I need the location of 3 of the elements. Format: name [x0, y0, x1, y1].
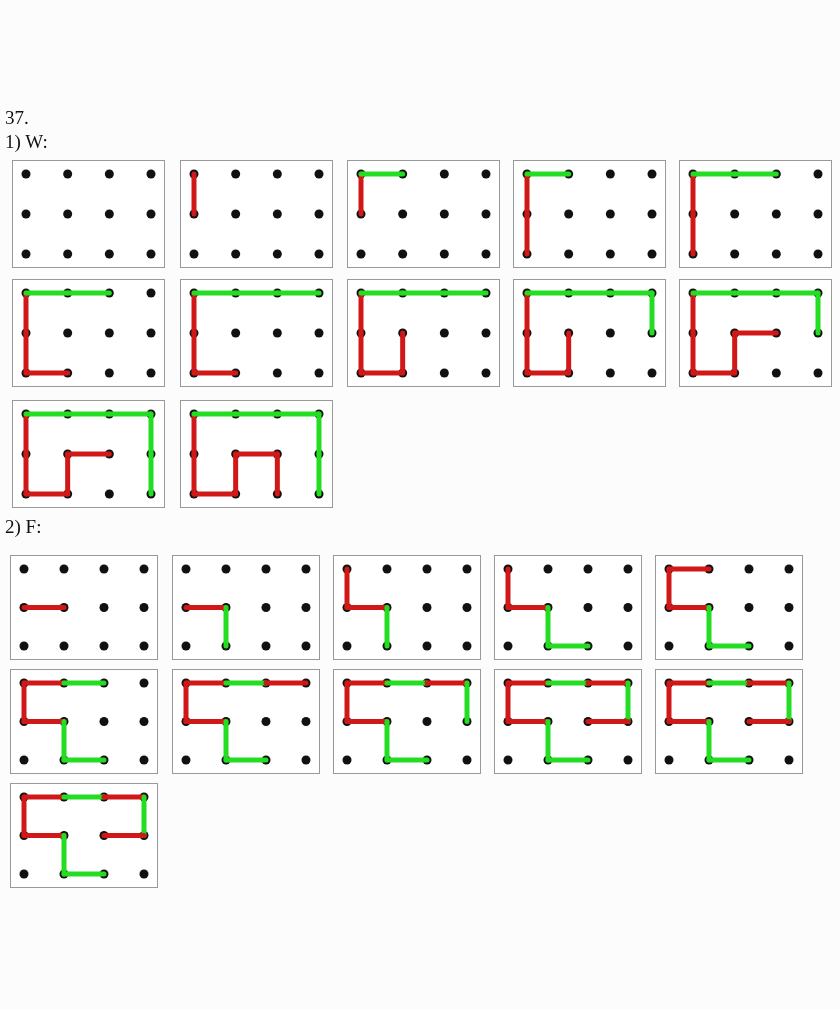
- exercise-label: 37.: [5, 108, 29, 128]
- exercise-label: 2) F:: [5, 517, 42, 537]
- exercise-label: 1) W:: [5, 132, 48, 152]
